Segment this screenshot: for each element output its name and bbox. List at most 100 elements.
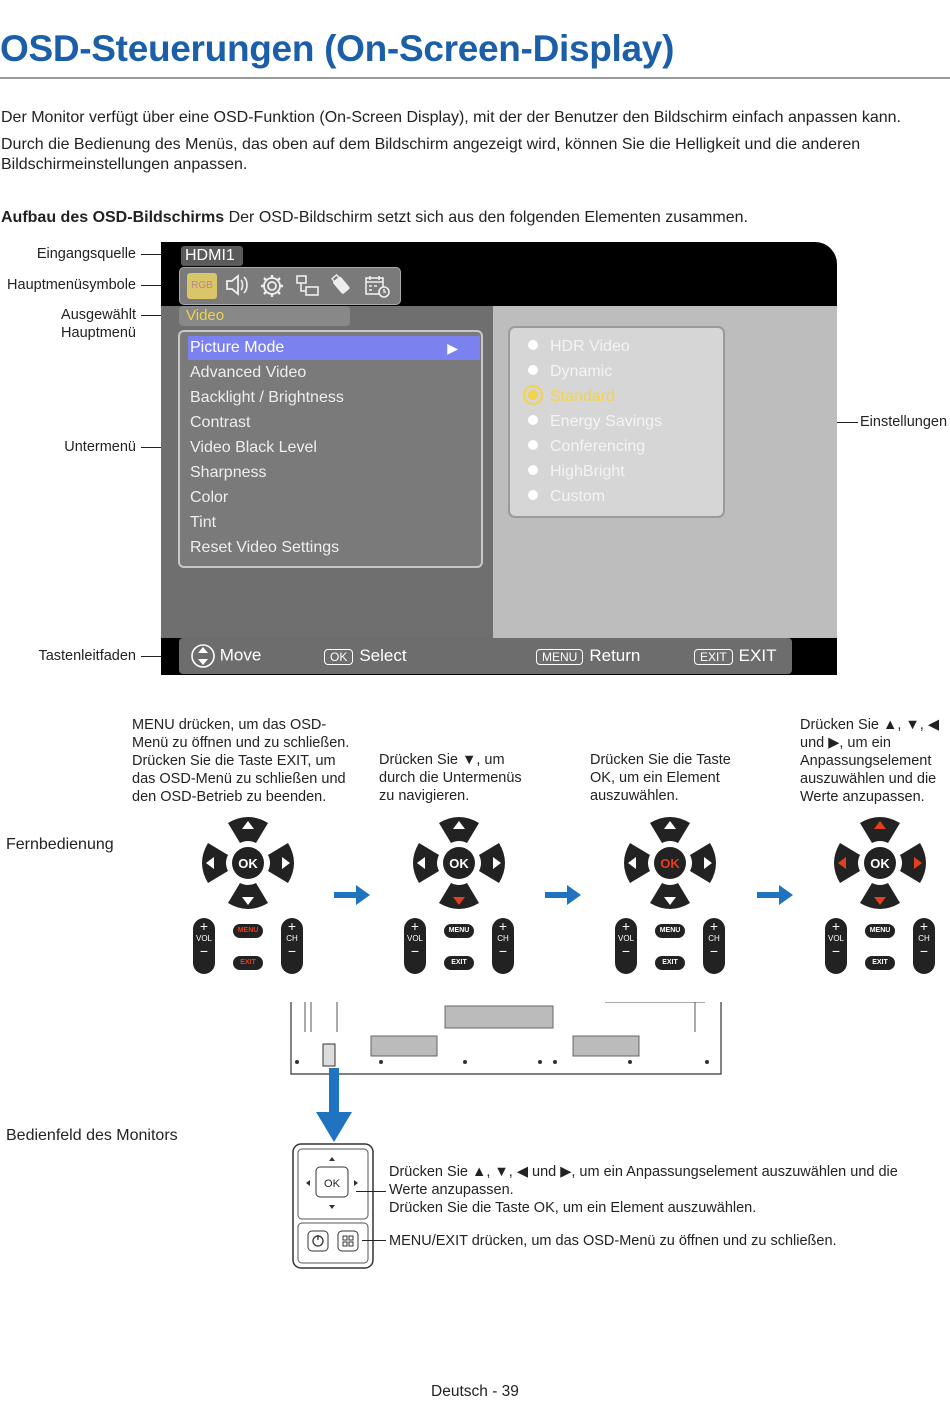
osd-settings-box: HDR Video Dynamic Standard Energy Saving… (508, 326, 725, 518)
speaker-icon[interactable] (222, 273, 252, 299)
vol-button[interactable]: +VOL− (615, 918, 637, 974)
svg-text:OK: OK (870, 856, 890, 871)
leader-line (141, 447, 179, 448)
intro-paragraph-1: Der Monitor verfügt über eine OSD-Funkti… (1, 109, 901, 126)
leader-line (141, 254, 179, 255)
remote-step-3-text: Drücken Sie die Taste OK, um ein Element… (590, 752, 731, 804)
remote-step-1-text: MENU drücken, um das OSD-Menü zu öffnen … (132, 717, 350, 805)
submenu-item[interactable]: Tint (190, 514, 217, 531)
vol-button[interactable]: +VOL− (825, 918, 847, 974)
remote-dpad: OK (624, 817, 716, 909)
down-arrow-icon (316, 1068, 352, 1142)
remote-buttons: +VOL− MENU EXIT +CH− (404, 918, 514, 978)
svg-text:OK: OK (660, 856, 680, 871)
svg-text:OK: OK (324, 1178, 341, 1190)
panel-desc-1: Drücken Sie ▲, ▼, ◀ und ▶, um ein Anpass… (389, 1164, 898, 1198)
play-right-icon: ▶ (447, 340, 458, 356)
ch-button[interactable]: +CH− (703, 918, 725, 974)
remote-buttons: +VOL− MENU EXIT +CH− (825, 918, 935, 978)
setting-option[interactable]: HDR Video (528, 335, 630, 359)
radio-dot-icon (528, 489, 538, 500)
ch-button[interactable]: +CH− (281, 918, 303, 974)
submenu-item[interactable]: Video Black Level (190, 439, 317, 456)
schedule-icon[interactable] (362, 273, 392, 299)
remote-dpad: OK (413, 817, 505, 909)
radio-dot-icon (528, 414, 538, 425)
submenu-item[interactable]: Sharpness (190, 464, 267, 481)
remote-dpad: OK (834, 817, 926, 909)
intro-paragraph-2: Durch die Bedienung des Menüs, das oben … (1, 136, 861, 173)
setting-option-selected[interactable]: Standard (528, 385, 615, 409)
setting-option[interactable]: Conferencing (528, 435, 645, 459)
ch-button[interactable]: +CH− (492, 918, 514, 974)
submenu-item[interactable]: Advanced Video (190, 364, 307, 381)
exit-button[interactable]: EXIT (865, 956, 895, 970)
vol-button[interactable]: +VOL− (404, 918, 426, 974)
submenu-item[interactable]: Contrast (190, 414, 251, 431)
ok-key-icon: OK (324, 648, 354, 665)
setting-option[interactable]: HighBright (528, 460, 625, 484)
remote-label: Fernbedienung (6, 836, 114, 853)
menu-button[interactable]: MENU (655, 924, 685, 938)
structure-heading: Aufbau des OSD-Bildschirms (1, 209, 225, 226)
control-panel: OK (292, 1143, 374, 1269)
menu-button[interactable]: MENU (444, 924, 474, 938)
structure-intro: Aufbau des OSD-Bildschirms Der OSD-Bilds… (1, 208, 946, 228)
panel-label: Bedienfeld des Monitors (6, 1127, 178, 1144)
setting-option[interactable]: Dynamic (528, 360, 612, 384)
setting-option[interactable]: Energy Savings (528, 410, 662, 434)
page-footer: Deutsch - 39 (431, 1383, 519, 1400)
setting-option[interactable]: Custom (528, 485, 605, 509)
submenu-item[interactable]: Color (190, 489, 229, 506)
remote-buttons: +VOL− MENU EXIT +CH− (615, 918, 725, 978)
submenu-item[interactable]: Backlight / Brightness (190, 389, 344, 406)
flow-arrow-icon (757, 885, 793, 905)
exit-button[interactable]: EXIT (655, 956, 685, 970)
panel-desc-3: MENU/EXIT drücken, um das OSD-Menü zu öf… (389, 1233, 837, 1249)
callout-input-source: Eingangsquelle (36, 246, 136, 262)
leader-line (141, 656, 179, 657)
exit-key-icon: EXIT (694, 648, 733, 665)
flow-arrow-icon (334, 885, 370, 905)
radio-dot-icon (528, 464, 538, 475)
radio-selected-icon (528, 389, 538, 400)
submenu-item[interactable]: Reset Video Settings (190, 539, 340, 556)
monitor-back-illustration (290, 1002, 722, 1075)
submenu-item-label: Picture Mode (190, 339, 285, 356)
gear-icon[interactable] (257, 273, 287, 299)
structure-text: Der OSD-Bildschirm setzt sich aus den fo… (224, 209, 748, 226)
callout-settings: Einstellungen (860, 414, 948, 430)
ch-button[interactable]: +CH− (913, 918, 935, 974)
radio-dot-icon (528, 364, 538, 375)
menu-button[interactable]: MENU (233, 924, 263, 938)
flow-arrow-icon (545, 885, 581, 905)
callout-key-guide: Tastenleitfaden (38, 648, 136, 664)
menu-key-icon: MENU (536, 648, 584, 665)
remote-step-4-text: Drücken Sie ▲, ▼, ◀ und ▶, um ein Anpass… (800, 717, 939, 805)
exit-button[interactable]: EXIT (444, 956, 474, 970)
exit-button[interactable]: EXIT (233, 956, 263, 970)
network-icon[interactable] (292, 273, 322, 299)
guide-move: Move (191, 644, 261, 668)
remote-buttons: +VOL− MENU EXIT +CH− (193, 918, 303, 978)
page-title: OSD-Steuerungen (On-Screen-Display) (0, 28, 675, 69)
osd-input-source: HDMI1 (181, 246, 243, 266)
svg-text:OK: OK (449, 856, 469, 871)
radio-dot-icon (528, 339, 538, 350)
picture-icon[interactable]: RGB (187, 273, 217, 299)
remote-step-2-text: Drücken Sie ▼, um durch die Untermenüs z… (379, 752, 522, 804)
callout-submenu: Untermenü (64, 439, 136, 455)
vol-button[interactable]: +VOL− (193, 918, 215, 974)
svg-text:OK: OK (238, 856, 258, 871)
leader-line (141, 315, 179, 316)
usb-icon[interactable] (327, 273, 357, 299)
menu-button[interactable]: MENU (865, 924, 895, 938)
title-rule (0, 77, 950, 79)
osd-screen: HDMI1 RGB Video Picture Mode ▶ Advanced V… (161, 242, 837, 675)
osd-selected-main-menu[interactable]: Video (179, 306, 350, 326)
leader-line (362, 1240, 386, 1241)
submenu-item-picture-mode[interactable]: Picture Mode ▶ (188, 336, 480, 360)
